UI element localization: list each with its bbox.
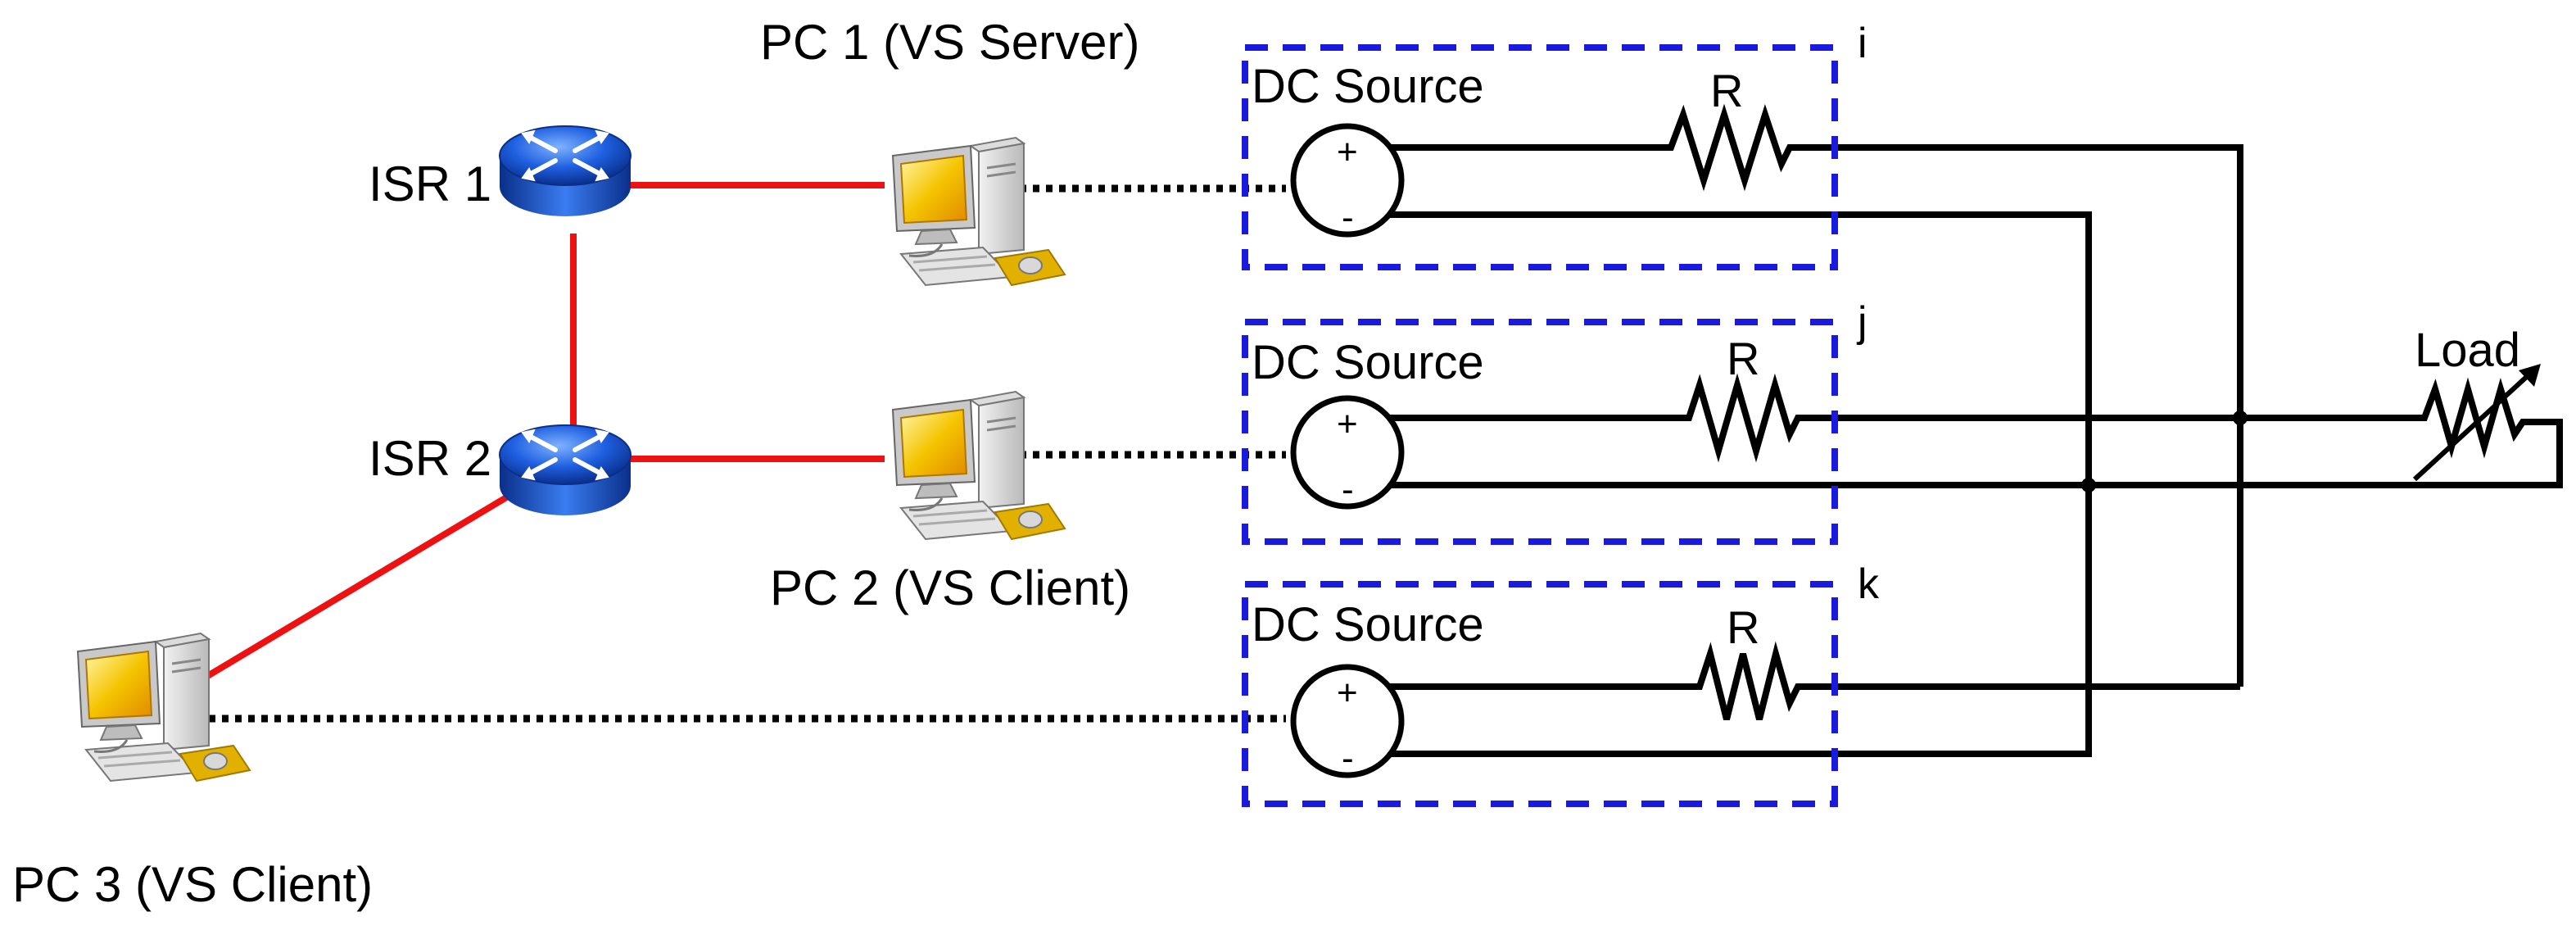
router-icon	[500, 425, 631, 515]
router-label: ISR 2	[369, 431, 491, 486]
source-block-boundary	[1242, 581, 1838, 807]
plus-sign: +	[1337, 404, 1358, 444]
load-label: Load	[2415, 324, 2520, 377]
source-block-k: DC Source k + - R	[1242, 560, 1880, 807]
resistor-icon	[1687, 641, 1814, 720]
resistor-label: R	[1727, 601, 1759, 653]
source-block-boundary	[1242, 44, 1838, 270]
minus-sign: -	[1342, 738, 1354, 778]
minus-sign: -	[1342, 470, 1354, 510]
variable-load: Load	[2404, 324, 2541, 482]
router-icon	[500, 126, 631, 216]
pc2: PC 2 (VS Client)	[770, 390, 1130, 615]
source-title: DC Source	[1252, 598, 1484, 651]
source-title: DC Source	[1252, 336, 1484, 389]
router-label: ISR 1	[369, 157, 491, 211]
node-letter: i	[1858, 20, 1867, 67]
desktop-computer-icon	[891, 390, 1066, 541]
resistor-icon	[1646, 103, 1810, 192]
power-wiring	[1347, 144, 2563, 757]
plus-sign: +	[1337, 673, 1358, 713]
node-letter: k	[1858, 560, 1880, 608]
minus-sign: -	[1342, 197, 1354, 238]
desktop-computer-icon	[76, 632, 251, 783]
pc1: PC 1 (VS Server)	[760, 15, 1139, 287]
router-isr2: ISR 2	[369, 425, 631, 515]
pc-label: PC 1 (VS Server)	[760, 15, 1139, 70]
pc-label: PC 3 (VS Client)	[12, 857, 373, 912]
resistor-label: R	[1727, 333, 1759, 384]
source-title: DC Source	[1252, 60, 1484, 113]
control-links	[209, 184, 1286, 723]
pc3: PC 3 (VS Client)	[12, 632, 373, 912]
source-block-j: DC Source j + - R	[1242, 298, 1867, 545]
source-block-i: DC Source i + - R	[1242, 20, 1867, 270]
desktop-computer-icon	[891, 136, 1066, 287]
pc-label: PC 2 (VS Client)	[770, 560, 1130, 615]
router-isr1: ISR 1	[369, 126, 631, 216]
resistor-label: R	[1710, 65, 1743, 116]
variable-resistor-icon	[2404, 377, 2535, 459]
resistor-icon	[1671, 373, 1814, 463]
plus-sign: +	[1337, 132, 1358, 172]
network-links	[198, 182, 885, 683]
source-block-boundary	[1242, 319, 1838, 545]
variable-arrow-icon	[2412, 370, 2533, 482]
node-letter: j	[1856, 298, 1867, 346]
link-isr2-pc3	[198, 488, 518, 683]
